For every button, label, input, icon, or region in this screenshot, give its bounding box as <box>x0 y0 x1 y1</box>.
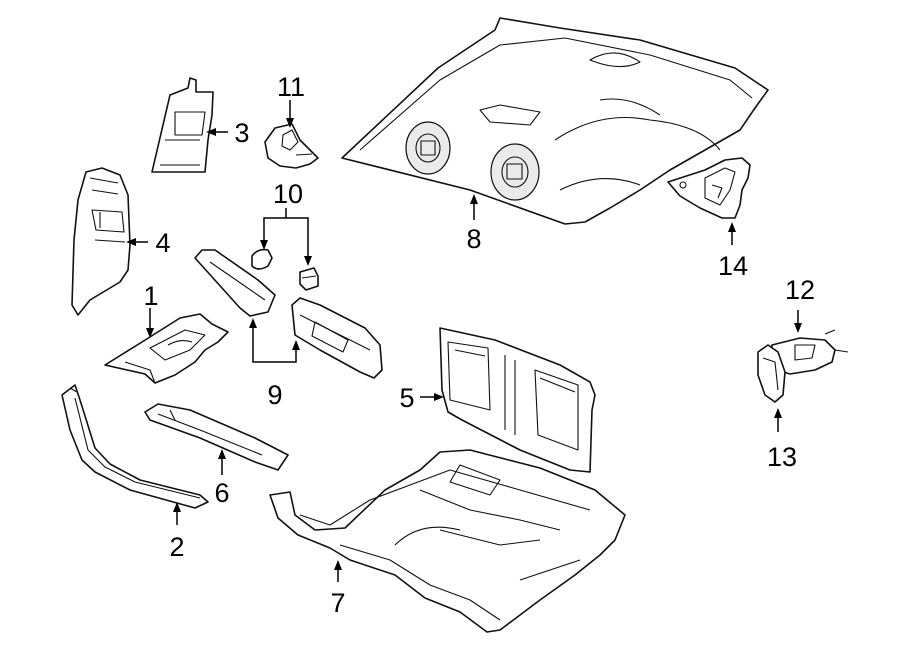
part-8-headliner <box>341 17 769 225</box>
callout-11-label: 11 <box>277 72 305 102</box>
part-4-pillar-trim <box>71 167 131 316</box>
part-11-clip <box>264 123 319 169</box>
callout-9-label: 9 <box>267 380 282 410</box>
part-14-bracket <box>667 157 751 219</box>
part-1-console-trim <box>104 313 229 384</box>
callout-10-label: 10 <box>273 179 303 209</box>
part-10-hooks <box>251 248 319 291</box>
part-5-seat-panel <box>439 327 596 473</box>
part-6-scuff-plate <box>144 403 289 471</box>
callout-7-label: 7 <box>330 588 345 618</box>
callout-12-label: 12 <box>785 275 815 305</box>
part-9-sunvisors <box>194 249 383 379</box>
callout-6-label: 6 <box>214 478 229 508</box>
callout-3-label: 3 <box>234 118 249 148</box>
part-7-floor-carpet <box>269 449 626 633</box>
callout-2-label: 2 <box>169 532 184 562</box>
part-12-lamp-housing <box>769 329 849 375</box>
callout-14-label: 14 <box>718 251 748 281</box>
part-13-lamp-lens <box>757 344 786 403</box>
callout-8-label: 8 <box>466 224 481 254</box>
callout-13-label: 13 <box>767 442 797 472</box>
callout-labels: 1 2 3 4 5 6 7 8 9 10 11 12 13 14 <box>143 72 815 618</box>
part-2-sill-plate <box>61 384 209 509</box>
part-3-pillar-trim <box>151 77 214 173</box>
callout-5-label: 5 <box>399 383 414 413</box>
callout-4-label: 4 <box>155 228 170 258</box>
callout-1-label: 1 <box>143 281 158 311</box>
callout-leaders <box>126 100 802 582</box>
